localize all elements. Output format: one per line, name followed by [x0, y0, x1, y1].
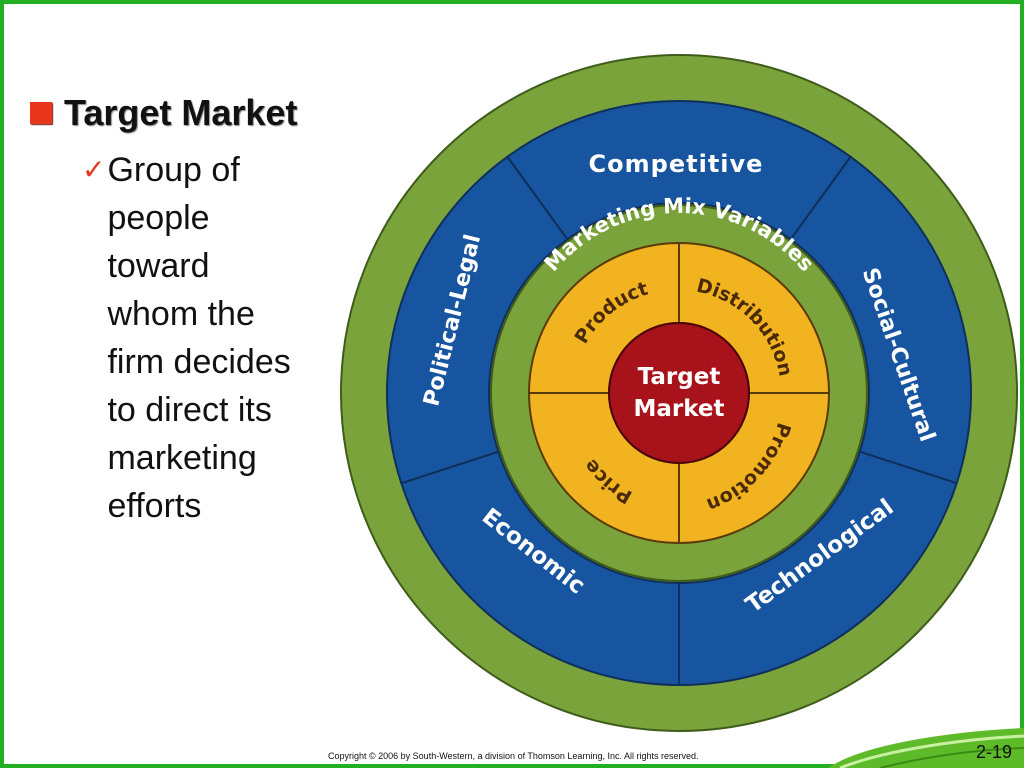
checkmark-icon: ✓	[82, 153, 106, 186]
description-line: firm decides	[107, 343, 291, 381]
description-line: whom the	[107, 295, 255, 333]
env-label-competitive: Competitive	[589, 150, 764, 178]
description-line: toward	[107, 247, 210, 285]
marketing-framework-diagram: Target Market Marketing’s Environmental …	[340, 52, 1018, 732]
env-segment-social-cultural	[789, 155, 972, 485]
target-market-center	[608, 322, 750, 464]
env-segment-competitive	[505, 100, 853, 241]
center-label-line-1: Target	[638, 364, 721, 390]
sub-bullet: ✓ Group of people toward whom the firm d…	[82, 146, 350, 530]
center-label-line-2: Market	[633, 396, 724, 422]
square-bullet-icon	[30, 102, 52, 124]
environment-segments	[386, 100, 972, 687]
env-segment-political-legal	[386, 155, 569, 485]
bullet-title: Target Market	[64, 92, 298, 133]
bullet-block: Target Market ✓ Group of people toward w…	[30, 92, 350, 530]
description-line: Group of	[107, 151, 240, 189]
env-segment-technological	[678, 450, 958, 687]
copyright-notice: Copyright © 2006 by South-Western, a div…	[328, 751, 699, 761]
description-line: people	[107, 199, 210, 237]
description-line: efforts	[107, 487, 202, 525]
description-line: marketing	[107, 439, 257, 477]
description-line: to direct its	[107, 391, 272, 429]
env-segment-economic	[400, 450, 680, 687]
description-text: Group of people toward whom the firm dec…	[107, 146, 290, 530]
page-number: 2-19	[975, 742, 1012, 762]
bullet-row: Target Market	[30, 92, 350, 134]
leaf-decoration-icon	[828, 728, 1024, 768]
